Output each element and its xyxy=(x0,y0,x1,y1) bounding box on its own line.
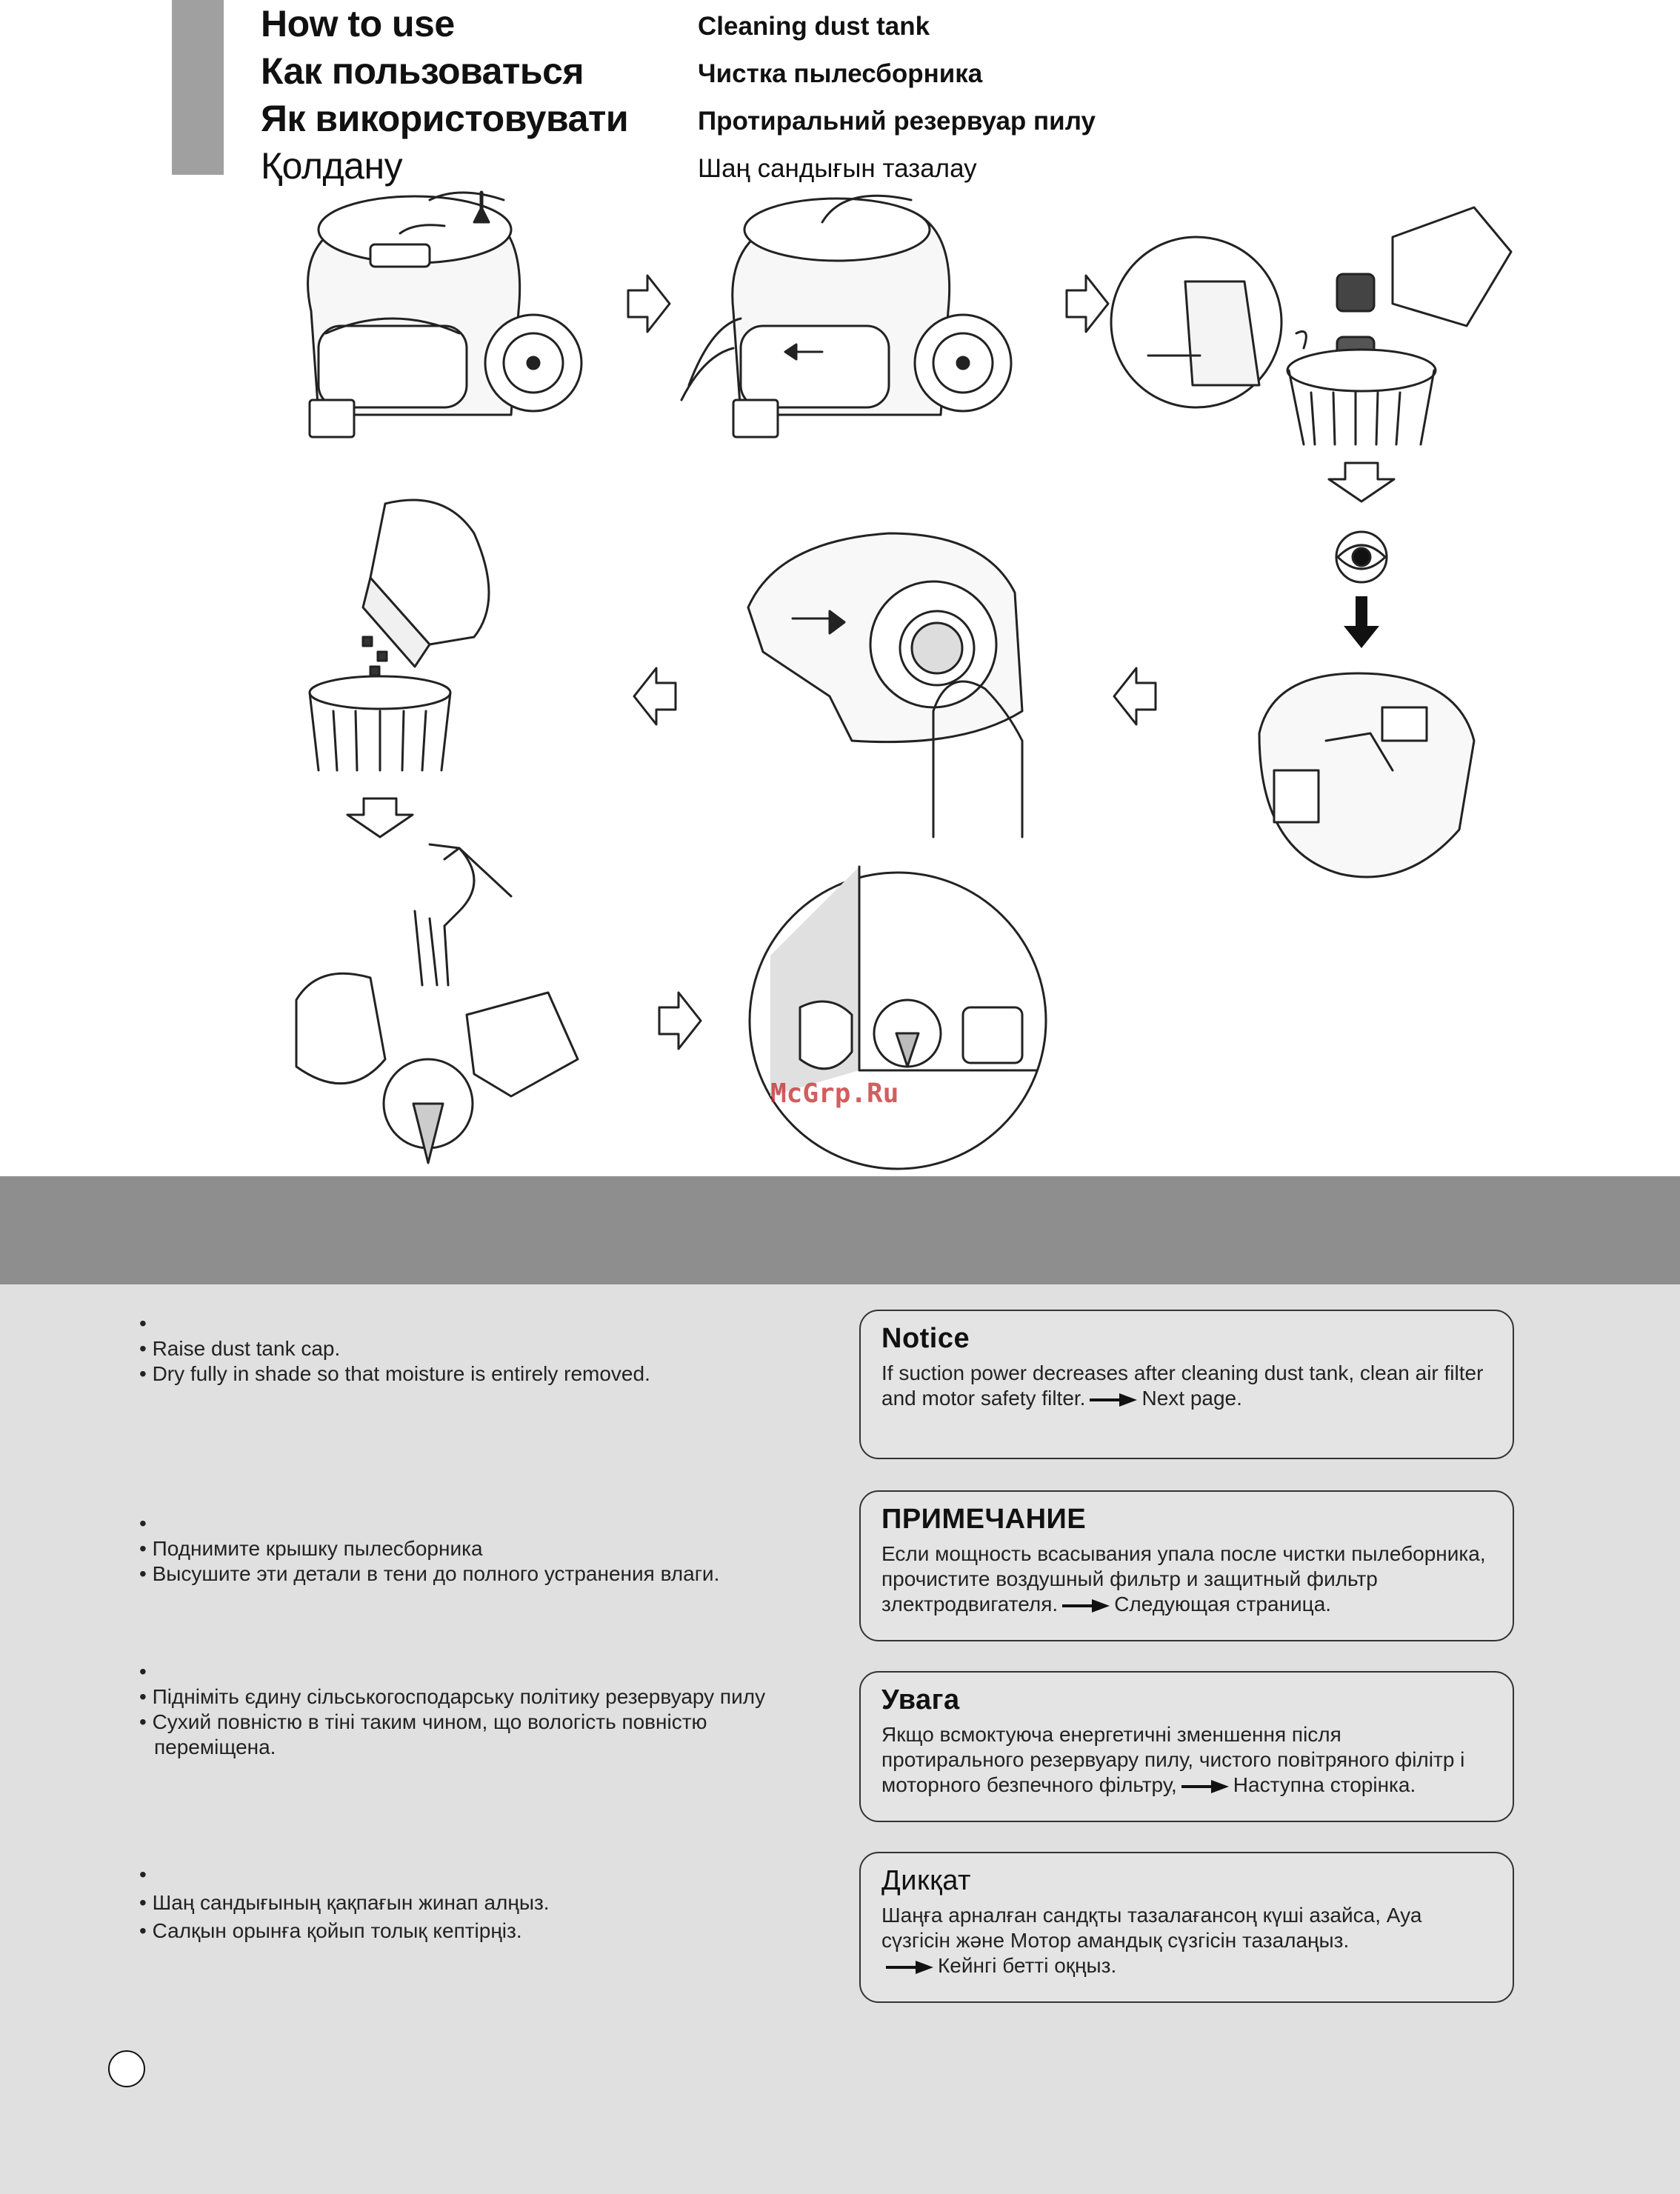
header-divider-band xyxy=(0,1176,1680,1284)
notice-box-english: Notice If suction power decreases after … xyxy=(859,1310,1514,1459)
title-russian: Как пользоваться xyxy=(261,47,628,95)
notice-body: Шаңға арналған сандқты тазалағансоң күші… xyxy=(881,1903,1492,1978)
subtitle-ukrainian: Протиральний резервуар пилу xyxy=(698,98,1096,145)
bullet-line: • xyxy=(139,1511,821,1536)
bullet-line: • Підніміть єдину сільськогосподарську п… xyxy=(139,1684,821,1710)
notice-box-ukrainian: Увага Якщо всмоктуюча енергетичні зменше… xyxy=(859,1671,1514,1822)
bullet-line: • Поднимите крышку пылесборника xyxy=(139,1536,821,1561)
watermark-text: McGrp.Ru xyxy=(770,1078,899,1109)
notice-title: Увага xyxy=(881,1684,1492,1716)
subtitle-english: Cleaning dust tank xyxy=(698,3,1096,50)
step-arrow-3 xyxy=(1114,668,1156,724)
arrow-right-icon xyxy=(1090,1392,1137,1408)
title-english: How to use xyxy=(261,0,628,47)
notice-body: Если мощность всасывания упала после чис… xyxy=(881,1541,1492,1617)
next-page-label: Следующая страница. xyxy=(1114,1593,1331,1616)
notice-line: and motor safety filter. xyxy=(881,1387,1085,1410)
page-number-circle xyxy=(108,2050,145,2087)
solid-arrow-down xyxy=(1344,596,1379,648)
instruction-illustrations xyxy=(0,178,1680,1170)
bullet-line: • Dry fully in shade so that moisture is… xyxy=(139,1361,821,1387)
vacuum-step-1-illustration xyxy=(308,193,581,437)
notice-box-kazakh: Дикқат Шаңға арналған сандқты тазалағанс… xyxy=(859,1852,1514,2003)
step-arrow-down-2 xyxy=(347,798,413,837)
notice-line: моторного безпечного фільтру, xyxy=(881,1773,1177,1796)
section-tab-bar xyxy=(172,0,224,175)
arrow-right-icon xyxy=(1062,1598,1110,1614)
step-arrow-down-1 xyxy=(1329,463,1394,501)
bullet-line: • Сухий повністю в тіні таким чином, що … xyxy=(139,1710,821,1760)
arrow-right-icon xyxy=(1181,1778,1229,1795)
notice-body: Якщо всмоктуюча енергетичні зменшення пі… xyxy=(881,1722,1492,1798)
shake-debris-illustration xyxy=(310,500,489,770)
vacuum-step-2-illustration xyxy=(681,196,1011,437)
notice-line-with-arrow: Кейнгі бетті оқңыз. xyxy=(881,1953,1492,1978)
wash-parts-illustration xyxy=(296,844,578,1163)
subtitle-block: Cleaning dust tank Чистка пылесборника П… xyxy=(698,3,1096,193)
notice-title: Дикқат xyxy=(881,1865,1492,1897)
notice-line: злектродвигателя. xyxy=(881,1593,1058,1616)
bullets-russian: • • Поднимите крышку пылесборника • Высу… xyxy=(139,1511,821,1587)
inspect-tank-illustration xyxy=(1259,673,1474,877)
bullets-english: • • Raise dust tank cap. • Dry fully in … xyxy=(139,1311,821,1387)
next-page-label: Кейнгі бетті оқңыз. xyxy=(938,1954,1116,1977)
notice-line: Якщо всмоктуюча енергетичні зменшення пі… xyxy=(881,1722,1492,1747)
step-arrow-1 xyxy=(628,276,670,332)
bullet-line: • xyxy=(139,1659,821,1684)
bullet-line: • Салқын орынға қойып толық кептірңіз. xyxy=(139,1918,821,1944)
notice-line: Если мощность всасывания упала после чис… xyxy=(881,1541,1492,1567)
bullet-line: • xyxy=(139,1862,821,1887)
next-page-label: Next page. xyxy=(1141,1387,1241,1410)
bullet-line: • xyxy=(139,1311,821,1336)
notice-line-with-arrow: and motor safety filter. Next page. xyxy=(881,1386,1492,1411)
notice-line: Шаңға арналған сандқты тазалағансоң күші… xyxy=(881,1903,1492,1928)
bullets-kazakh: • • Шаң сандығының қақпағын жинап алңыз.… xyxy=(139,1862,821,1944)
notice-line: If suction power decreases after cleanin… xyxy=(881,1361,1492,1386)
bullet-line: • Raise dust tank cap. xyxy=(139,1336,821,1361)
notice-line-with-arrow: злектродвигателя. Следующая страница. xyxy=(881,1592,1492,1617)
bullet-line: • Высушите эти детали в тени до полного … xyxy=(139,1561,821,1587)
dry-in-shade-illustration xyxy=(750,867,1046,1169)
step-arrow-2 xyxy=(1067,276,1108,332)
eye-icon xyxy=(1336,532,1387,582)
empty-bin-step-illustration xyxy=(1111,207,1511,444)
notice-line: протирального резервуару пилу, чистого п… xyxy=(881,1747,1492,1773)
step-arrow-5 xyxy=(659,993,701,1049)
notice-title: Notice xyxy=(881,1323,1492,1355)
notice-line: сүзгісін және Мотор амандық сүзгісін таз… xyxy=(881,1928,1492,1953)
notice-line-with-arrow: моторного безпечного фільтру, Наступна ст… xyxy=(881,1773,1492,1798)
next-page-label: Наступна сторінка. xyxy=(1233,1773,1416,1796)
remove-filter-illustration xyxy=(748,533,1022,837)
title-ukrainian: Як використовувати xyxy=(261,95,628,142)
notice-box-russian: ПРИМЕЧАНИЕ Если мощность всасывания упал… xyxy=(859,1490,1514,1641)
subtitle-russian: Чистка пылесборника xyxy=(698,50,1096,98)
notice-title: ПРИМЕЧАНИЕ xyxy=(881,1504,1492,1536)
arrow-right-icon xyxy=(886,1959,933,1975)
page-title-block: How to use Как пользоваться Як використо… xyxy=(261,0,628,190)
step-arrow-4 xyxy=(634,668,676,724)
notice-line: прочистите воздушный фильтр и защитный ф… xyxy=(881,1567,1492,1592)
bullets-ukrainian: • • Підніміть єдину сільськогосподарську… xyxy=(139,1659,821,1760)
notice-body: If suction power decreases after cleanin… xyxy=(881,1361,1492,1411)
bullet-line: • Шаң сандығының қақпағын жинап алңыз. xyxy=(139,1890,821,1915)
